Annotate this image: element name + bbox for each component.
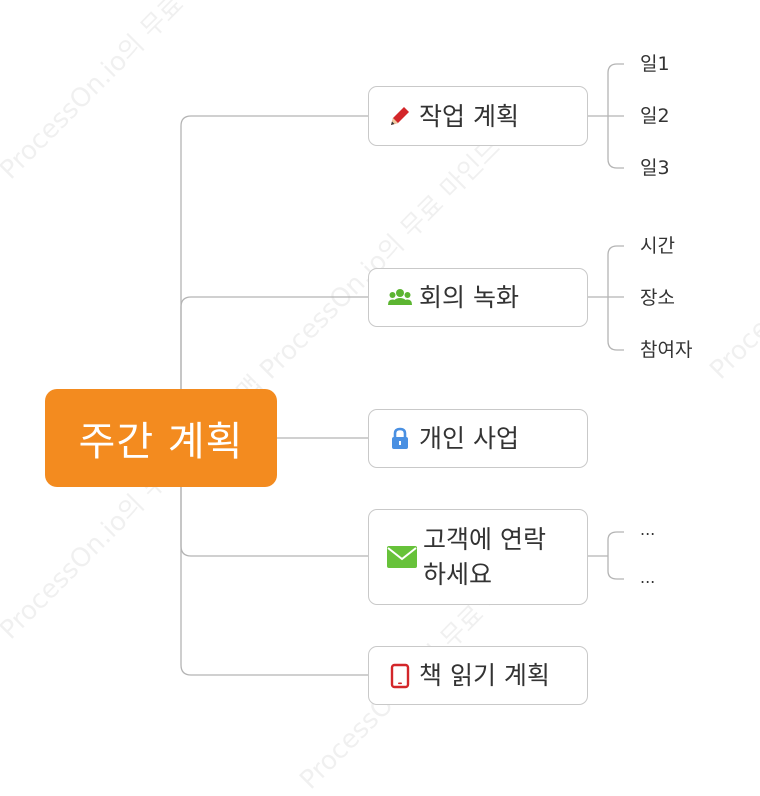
subtopic-item[interactable]: 일3 <box>640 157 670 179</box>
topic-label: 회의 녹화 <box>419 283 519 312</box>
mail-icon <box>387 544 417 570</box>
topic-label-line-2: 하세요 <box>423 560 493 589</box>
connector-topic-4-children <box>588 531 624 580</box>
subtopic-item[interactable]: 시간 <box>640 235 675 257</box>
topic-work-plan[interactable]: 작업 계획 <box>368 86 588 146</box>
tablet-icon <box>387 663 413 689</box>
subtopic-item[interactable]: ... <box>640 568 656 587</box>
connector-root-topic-1 <box>180 115 368 389</box>
topic-contact-customer[interactable]: 고객에 연락 하세요 <box>368 509 588 605</box>
connector-topic-1-children <box>588 63 624 169</box>
connector-root-topic-4 <box>180 487 368 557</box>
subtopic-item[interactable]: 장소 <box>640 287 675 309</box>
topic-label-line-1: 고객에 연락 <box>423 525 546 554</box>
connector-topic-2-children <box>588 245 624 351</box>
topic-personal-business[interactable]: 개인 사업 <box>368 409 588 468</box>
subtopic-item[interactable]: 참여자 <box>640 339 693 361</box>
people-icon <box>387 285 413 311</box>
root-topic[interactable]: 주간 계획 <box>45 389 277 487</box>
pencil-icon <box>387 103 413 129</box>
connector-root-topic-2 <box>180 296 368 389</box>
connector-lines <box>180 63 624 676</box>
topic-label: 고객에 연락 하세요 <box>423 522 546 592</box>
topic-reading-plan[interactable]: 책 읽기 계획 <box>368 646 588 705</box>
subtopic-item[interactable]: 일2 <box>640 105 670 127</box>
topic-label: 개인 사업 <box>419 424 519 453</box>
lock-icon <box>387 426 413 452</box>
connector-root-topic-5 <box>180 487 368 676</box>
topic-label: 작업 계획 <box>419 101 519 131</box>
topic-label: 책 읽기 계획 <box>419 661 550 690</box>
root-topic-label: 주간 계획 <box>78 419 244 465</box>
topic-meeting-record[interactable]: 회의 녹화 <box>368 268 588 327</box>
subtopic-item[interactable]: ... <box>640 520 656 539</box>
subtopic-item[interactable]: 일1 <box>640 53 670 75</box>
